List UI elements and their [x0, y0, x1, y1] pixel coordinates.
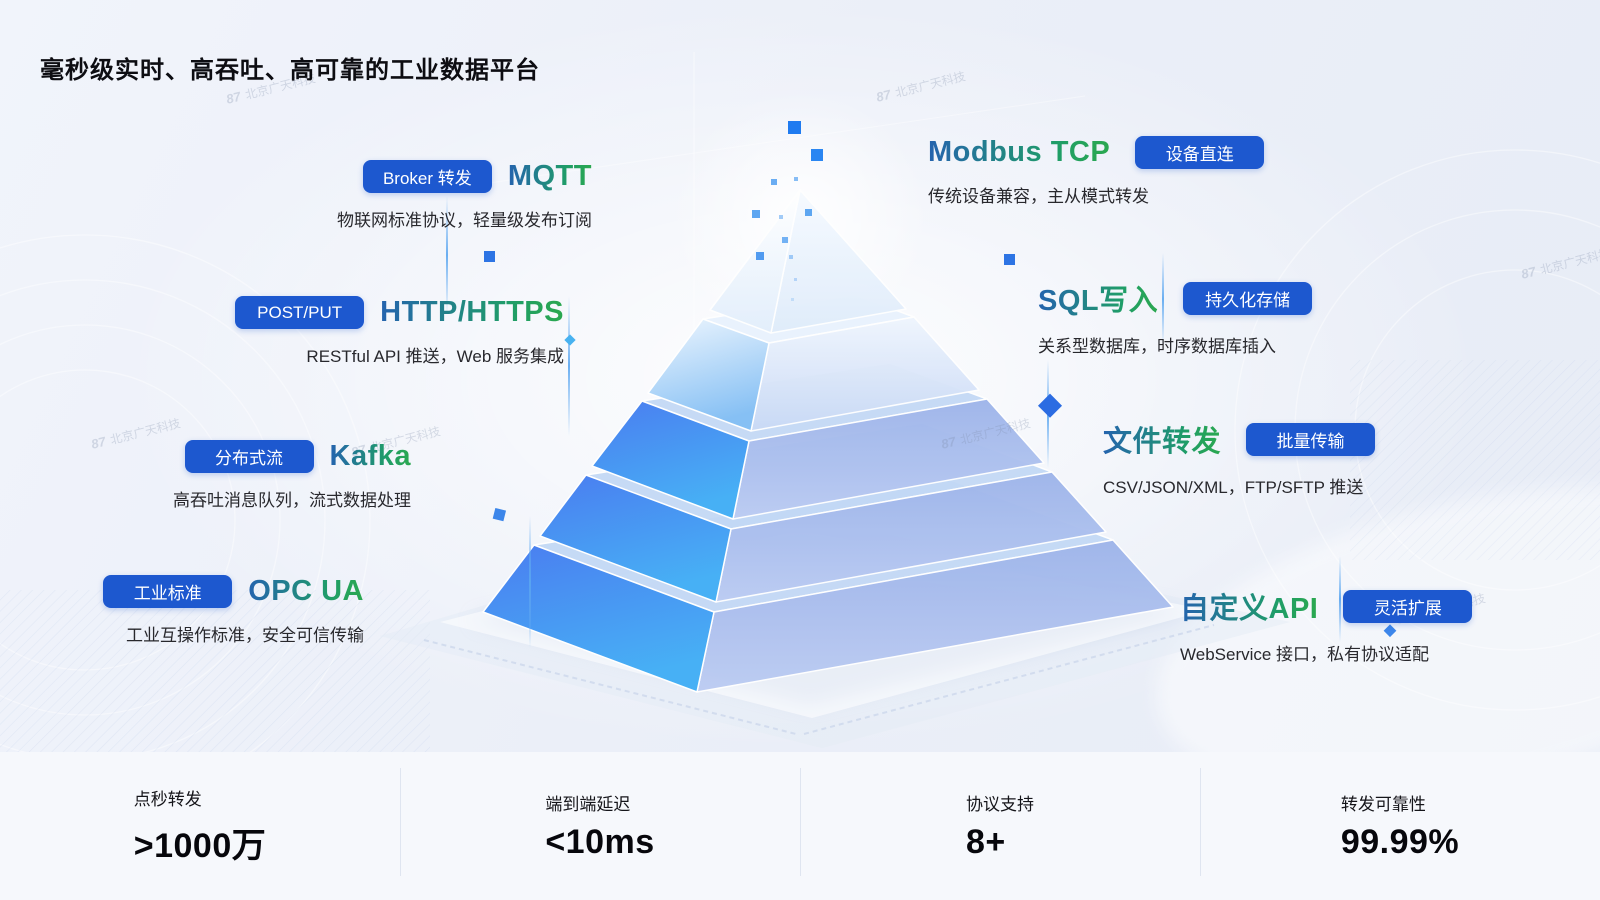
protocol-badge: Broker 转发 [362, 160, 492, 193]
hatch-texture-right [1350, 360, 1600, 560]
protocol-badge: 设备直连 [1135, 136, 1265, 169]
protocol-card-http: POST/PUT HTTP/HTTPS RESTful API 推送，Web 服… [226, 296, 564, 367]
stat-label: 点秒转发 [133, 790, 202, 809]
stat-latency: 端到端延迟 <10ms [400, 752, 800, 900]
stat-value: >1000万 [133, 827, 267, 865]
protocol-card-sql: SQL写入 持久化存储 关系型数据库，时序数据库插入 [1038, 277, 1348, 357]
protocol-name: SQL写入 [1038, 277, 1158, 319]
protocol-name: Modbus TCP [928, 136, 1111, 168]
protocol-header: 自定义API 灵活扩展 [1180, 585, 1473, 627]
protocol-badge: POST/PUT [235, 296, 365, 329]
protocol-header: Modbus TCP 设备直连 [928, 136, 1265, 169]
particle-trail [752, 121, 823, 301]
stat-label: 端到端延迟 [545, 795, 631, 814]
protocol-name: 文件转发 [1103, 418, 1221, 460]
protocol-header: 工业标准 OPC UA [103, 575, 364, 608]
stat-value: 8+ [966, 823, 1006, 861]
protocol-card-customapi: 自定义API 灵活扩展 WebService 接口，私有协议适配 [1180, 585, 1490, 665]
stat-label: 转发可靠性 [1340, 795, 1426, 814]
protocol-desc: WebService 接口，私有协议适配 [1180, 645, 1430, 664]
protocol-badge: 批量传输 [1246, 422, 1376, 456]
protocol-badge: 工业标准 [103, 575, 233, 608]
hatch-texture-left [0, 590, 430, 755]
protocol-badge: 分布式流 [184, 440, 314, 473]
protocol-card-opcua: 工业标准 OPC UA 工业互操作标准，安全可信传输 [69, 575, 364, 646]
protocol-name: 自定义API [1180, 585, 1318, 627]
protocol-desc: 关系型数据库，时序数据库插入 [1038, 337, 1276, 356]
protocol-name: HTTP/HTTPS [380, 296, 564, 328]
protocol-desc: CSV/JSON/XML，FTP/SFTP 推送 [1103, 478, 1364, 497]
platform-dashed-edge [423, 624, 1215, 735]
protocol-header: Broker 转发 MQTT [362, 160, 592, 193]
pyramid-tiers [482, 189, 1174, 693]
protocol-name: OPC UA [248, 575, 364, 607]
protocol-badge: 灵活扩展 [1343, 589, 1473, 623]
stat-value: 99.99% [1340, 823, 1460, 861]
protocol-card-file: 文件转发 批量传输 CSV/JSON/XML，FTP/SFTP 推送 [1103, 418, 1413, 498]
protocol-desc: 高吞吐消息队列，流式数据处理 [173, 491, 411, 510]
protocol-header: SQL写入 持久化存储 [1038, 277, 1313, 319]
stat-value: <10ms [545, 823, 655, 861]
stat-label: 协议支持 [966, 795, 1034, 814]
protocol-desc: 工业互操作标准，安全可信传输 [126, 626, 364, 645]
accent-diamonds [484, 251, 1397, 638]
page-title: 毫秒级实时、高吞吐、高可靠的工业数据平台 [40, 57, 540, 84]
protocol-name: MQTT [507, 160, 592, 192]
protocol-header: 分布式流 Kafka [184, 440, 412, 473]
protocol-card-kafka: 分布式流 Kafka 高吞吐消息队列，流式数据处理 [116, 440, 411, 511]
stat-reliability: 转发可靠性 99.99% [1200, 752, 1600, 900]
protocol-header: POST/PUT HTTP/HTTPS [235, 296, 564, 329]
stat-forward-points: 点秒转发 >1000万 [0, 752, 400, 900]
protocol-desc: RESTful API 推送，Web 服务集成 [306, 347, 564, 366]
stat-protocols: 协议支持 8+ [800, 752, 1200, 900]
stats-bar: 点秒转发 >1000万 端到端延迟 <10ms 协议支持 8+ 转发可靠性 99… [0, 752, 1600, 900]
protocol-card-modbus: Modbus TCP 设备直连 传统设备兼容，主从模式转发 [928, 136, 1268, 207]
protocol-desc: 传统设备兼容，主从模式转发 [928, 187, 1149, 206]
protocol-desc: 物联网标准协议，轻量级发布订阅 [337, 211, 592, 230]
protocol-name: Kafka [329, 440, 411, 472]
protocol-card-mqtt: Broker 转发 MQTT 物联网标准协议，轻量级发布订阅 [272, 160, 592, 231]
protocol-badge: 持久化存储 [1183, 281, 1313, 315]
protocol-header: 文件转发 批量传输 [1103, 418, 1376, 460]
